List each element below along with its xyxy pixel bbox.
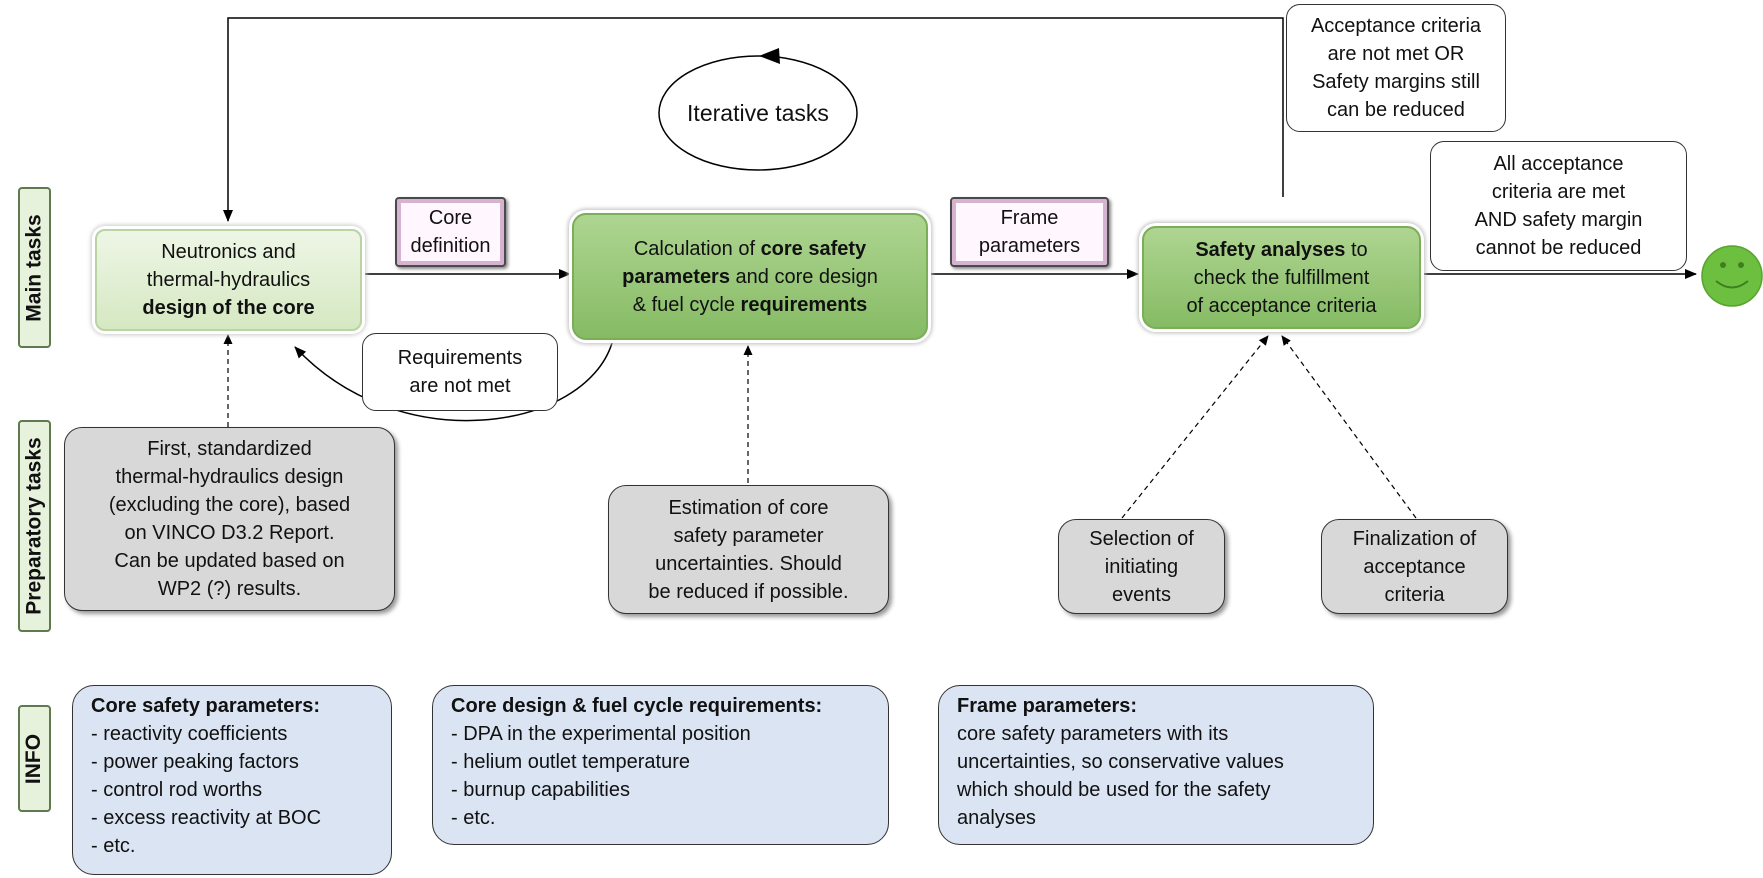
- criteria-not-met-callout: Acceptance criteria are not met OR Safet…: [1286, 4, 1506, 132]
- first-design-box: First, standardized thermal-hydraulics d…: [64, 427, 395, 611]
- info-core-safety-parameters: Core safety parameters: - reactivity coe…: [72, 685, 392, 875]
- estimation-box: Estimation of core safety parameter unce…: [608, 485, 889, 614]
- iterative-loop-ellipse: [658, 55, 858, 171]
- side-label-info: INFO: [18, 705, 51, 812]
- dashed-arrow-selection: [1121, 335, 1269, 519]
- dashed-arrow-finalization: [1281, 335, 1417, 519]
- selection-box: Selection of initiating events: [1058, 519, 1225, 614]
- side-label-main-tasks: Main tasks: [18, 187, 51, 348]
- calculation-box: Calculation of core safety parameters an…: [572, 213, 928, 340]
- feedback-loop-arrow: [223, 17, 1284, 222]
- requirements-not-met-callout: Requirements are not met: [362, 333, 558, 411]
- neutronics-design-box: Neutronics and thermal-hydraulics design…: [95, 229, 362, 331]
- info-frame-parameters: Frame parameters: core safety parameters…: [938, 685, 1374, 845]
- arrow-requirements-not-met: [294, 342, 613, 422]
- safety-analyses-box: Safety analyses to check the fulfillment…: [1142, 226, 1421, 329]
- finalization-box: Finalization of acceptance criteria: [1321, 519, 1508, 614]
- all-criteria-met-callout: All acceptance criteria are met AND safe…: [1430, 141, 1687, 271]
- info-core-design-requirements: Core design & fuel cycle requirements: -…: [432, 685, 889, 845]
- iterative-arrowhead: [759, 48, 780, 64]
- iterative-tasks-label: Iterative tasks: [687, 100, 829, 126]
- core-definition-tag: Core definition: [395, 197, 506, 267]
- frame-parameters-tag: Frame parameters: [950, 197, 1109, 267]
- side-label-preparatory-tasks: Preparatory tasks: [18, 420, 51, 632]
- smiley-icon: [1701, 245, 1763, 307]
